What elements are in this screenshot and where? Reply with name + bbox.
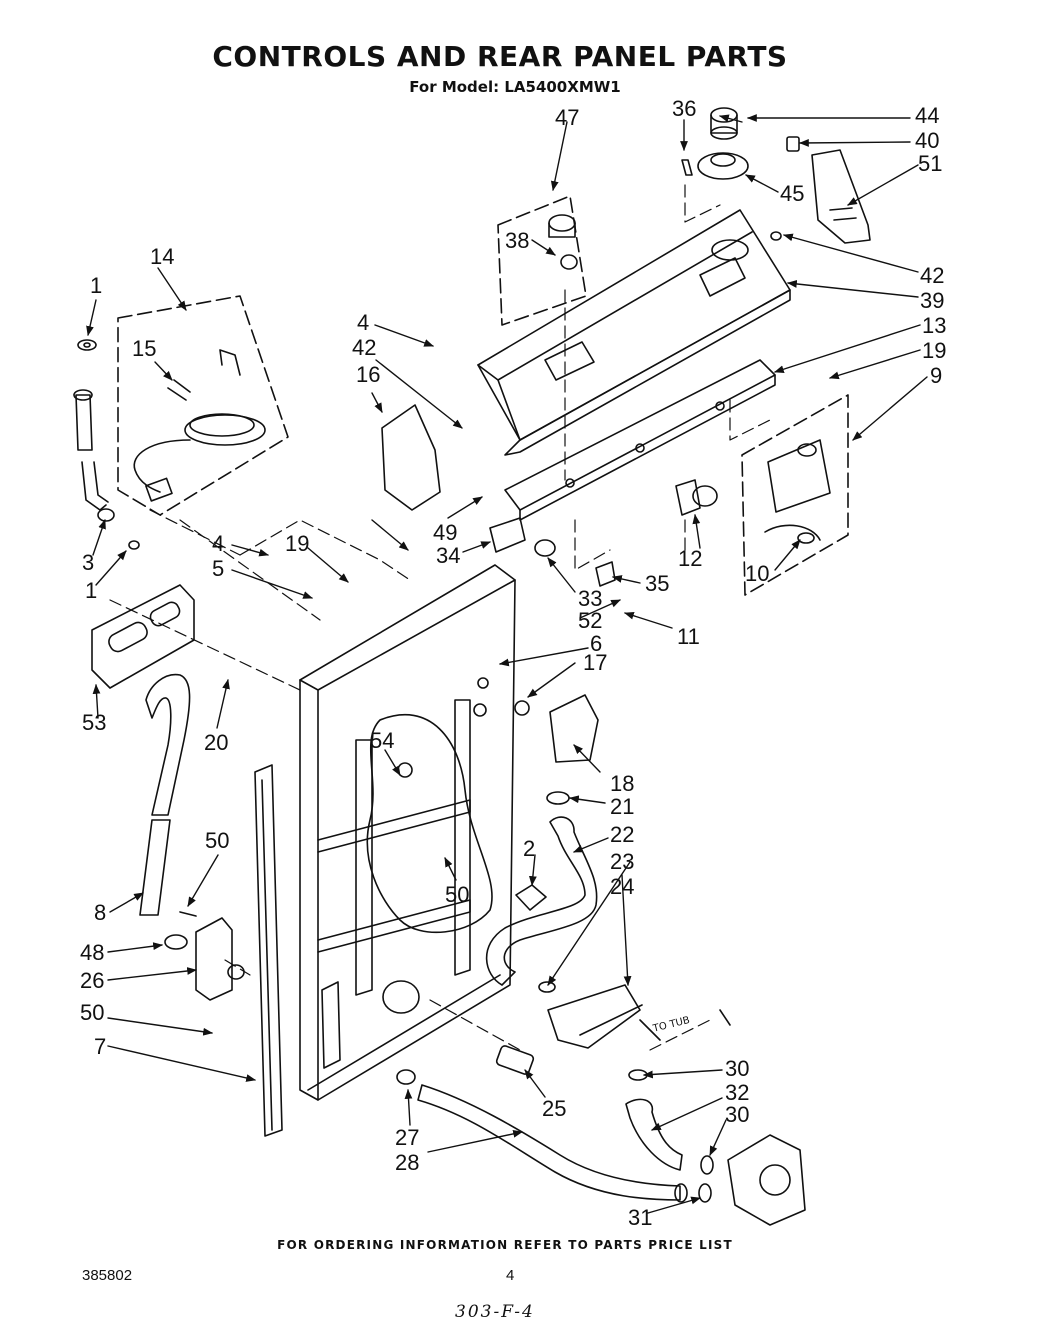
callout-13: 13 bbox=[922, 313, 947, 338]
callout-19-right: 19 bbox=[922, 338, 947, 363]
timer-9 bbox=[741, 394, 849, 596]
callout-50-left-lower: 50 bbox=[80, 1000, 105, 1025]
part-24 bbox=[547, 984, 643, 1049]
callout-32: 32 bbox=[725, 1080, 750, 1105]
water-inlet-parts bbox=[73, 339, 140, 550]
callout-10: 10 bbox=[745, 561, 770, 586]
leader-arrows bbox=[86, 114, 928, 1214]
callout-28: 28 bbox=[395, 1150, 420, 1175]
callout-33: 33 bbox=[578, 586, 603, 611]
valve-18 bbox=[514, 694, 599, 805]
callout-19-left: 19 bbox=[285, 531, 310, 556]
callout-45: 45 bbox=[780, 181, 805, 206]
drain-hose-28 bbox=[396, 1045, 688, 1203]
callout-7: 7 bbox=[94, 1034, 107, 1059]
trim-strip-7 bbox=[254, 764, 283, 1137]
callout-50-panel: 50 bbox=[445, 882, 470, 907]
callout-49: 49 bbox=[433, 520, 458, 545]
phantom-lines bbox=[109, 184, 771, 1051]
hose-32-and-pump bbox=[625, 1009, 806, 1226]
callout-42-right: 42 bbox=[920, 263, 945, 288]
callout-39: 39 bbox=[920, 288, 945, 313]
callout-20: 20 bbox=[204, 730, 229, 755]
callout-25: 25 bbox=[542, 1096, 567, 1121]
callout-3: 3 bbox=[82, 550, 95, 575]
hose-22 bbox=[485, 816, 598, 993]
document-number: 385802 bbox=[82, 1267, 133, 1284]
callout-36: 36 bbox=[672, 96, 697, 121]
callout-38: 38 bbox=[505, 228, 530, 253]
callout-18: 18 bbox=[610, 771, 635, 796]
callout-2: 2 bbox=[523, 836, 536, 861]
callout-12: 12 bbox=[678, 546, 703, 571]
power-cord-group bbox=[117, 295, 289, 516]
callout-34: 34 bbox=[436, 543, 461, 568]
switch-parts bbox=[489, 479, 718, 587]
callout-11: 11 bbox=[677, 624, 700, 649]
callout-30-lower: 30 bbox=[725, 1102, 750, 1127]
callout-1b: 1 bbox=[85, 578, 98, 603]
callout-27: 27 bbox=[395, 1125, 420, 1150]
bracket-16 bbox=[381, 404, 441, 511]
page-title: CONTROLS AND REAR PANEL PARTS bbox=[212, 40, 788, 73]
callout-26: 26 bbox=[80, 968, 105, 993]
callout-1: 1 bbox=[90, 273, 103, 298]
callout-16: 16 bbox=[356, 362, 381, 387]
handwritten-note: 303-F-4 bbox=[455, 1302, 535, 1322]
callout-50-left-upper: 50 bbox=[205, 828, 230, 853]
callout-21: 21 bbox=[610, 794, 635, 819]
bracket-53 bbox=[91, 584, 195, 689]
callout-4-console: 4 bbox=[357, 310, 370, 335]
callout-8: 8 bbox=[94, 900, 107, 925]
callout-24: 24 bbox=[610, 874, 635, 899]
hose-8 bbox=[139, 673, 191, 950]
console-top-39 bbox=[477, 209, 791, 456]
callout-14: 14 bbox=[150, 244, 175, 269]
callout-23: 23 bbox=[610, 849, 635, 874]
part-2 bbox=[515, 884, 547, 911]
page-number: 4 bbox=[506, 1267, 515, 1284]
callout-47: 47 bbox=[555, 105, 580, 130]
knob-parts bbox=[681, 107, 800, 241]
model-subtitle: For Model: LA5400XMW1 bbox=[409, 78, 621, 96]
bracket-26 bbox=[179, 911, 245, 1001]
callout-53: 53 bbox=[82, 710, 107, 735]
callout-44: 44 bbox=[915, 103, 940, 128]
knob-assembly-47 bbox=[497, 195, 587, 326]
callout-15: 15 bbox=[132, 336, 157, 361]
callout-54: 54 bbox=[370, 728, 395, 753]
callout-17: 17 bbox=[583, 650, 608, 675]
callout-40: 40 bbox=[915, 128, 940, 153]
ordering-note: FOR ORDERING INFORMATION REFER TO PARTS … bbox=[277, 1238, 733, 1252]
callout-6: 6 bbox=[590, 631, 603, 656]
callout-48: 48 bbox=[80, 940, 105, 965]
callout-22: 22 bbox=[610, 822, 635, 847]
callout-35: 35 bbox=[645, 571, 670, 596]
control-panel-13 bbox=[504, 359, 776, 521]
callout-51: 51 bbox=[918, 151, 943, 176]
callout-42-left: 42 bbox=[352, 335, 377, 360]
callout-52: 52 bbox=[578, 608, 603, 633]
rear-panel-6 bbox=[299, 564, 516, 1101]
callout-9: 9 bbox=[930, 363, 943, 388]
callout-31: 31 bbox=[628, 1205, 653, 1230]
callout-4-left: 4 bbox=[212, 531, 225, 556]
callout-5: 5 bbox=[212, 556, 225, 581]
callout-30-upper: 30 bbox=[725, 1056, 750, 1081]
bracket-51 bbox=[811, 149, 871, 244]
